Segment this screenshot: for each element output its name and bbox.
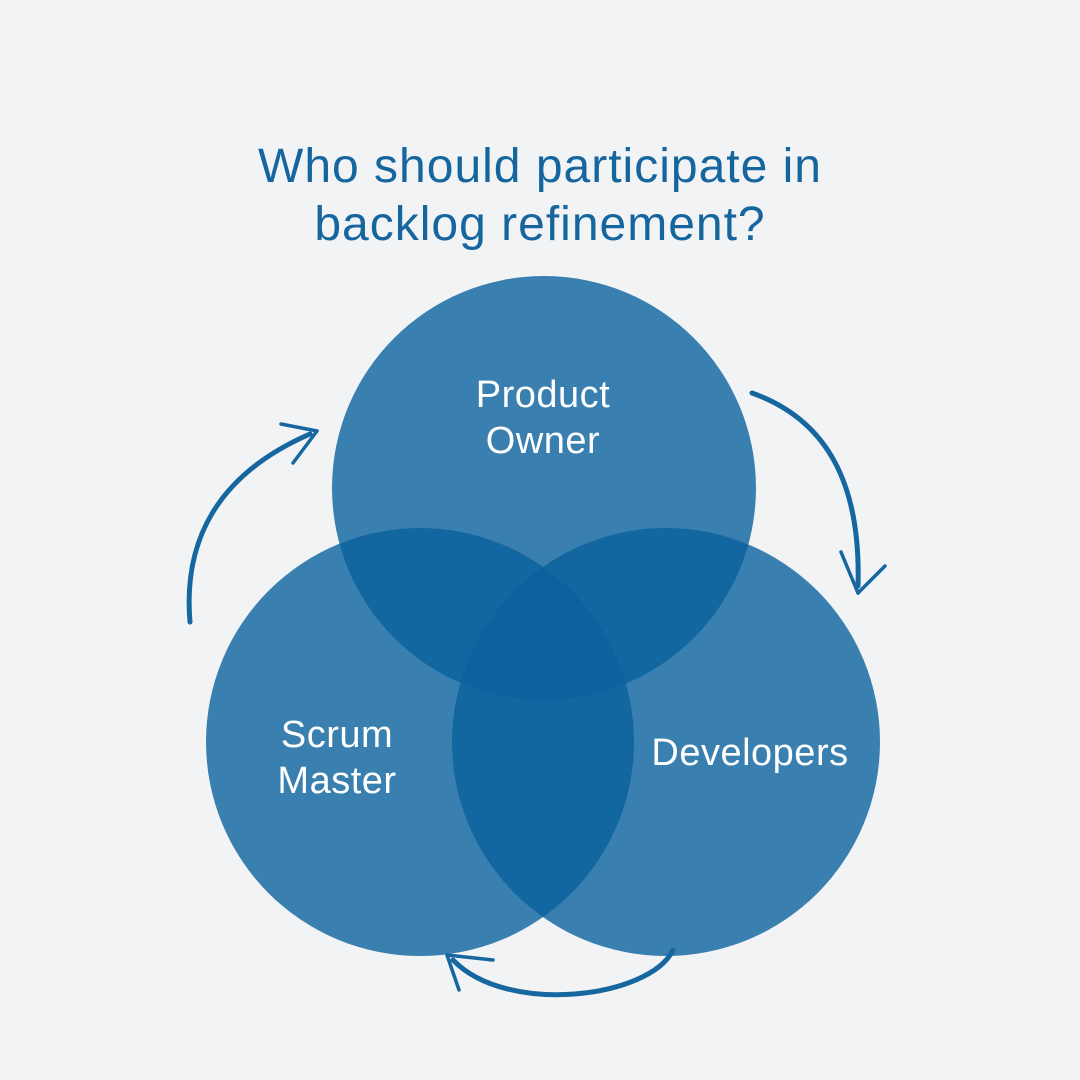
label-developers: Developers	[651, 732, 849, 774]
page-title: Who should participate in backlog refine…	[258, 140, 822, 252]
label-product-owner: Product Owner	[475, 374, 611, 462]
circle-developers	[452, 528, 880, 956]
bottom-left-arrow	[445, 947, 676, 998]
label-scrum-master: Scrum Master	[277, 714, 397, 802]
